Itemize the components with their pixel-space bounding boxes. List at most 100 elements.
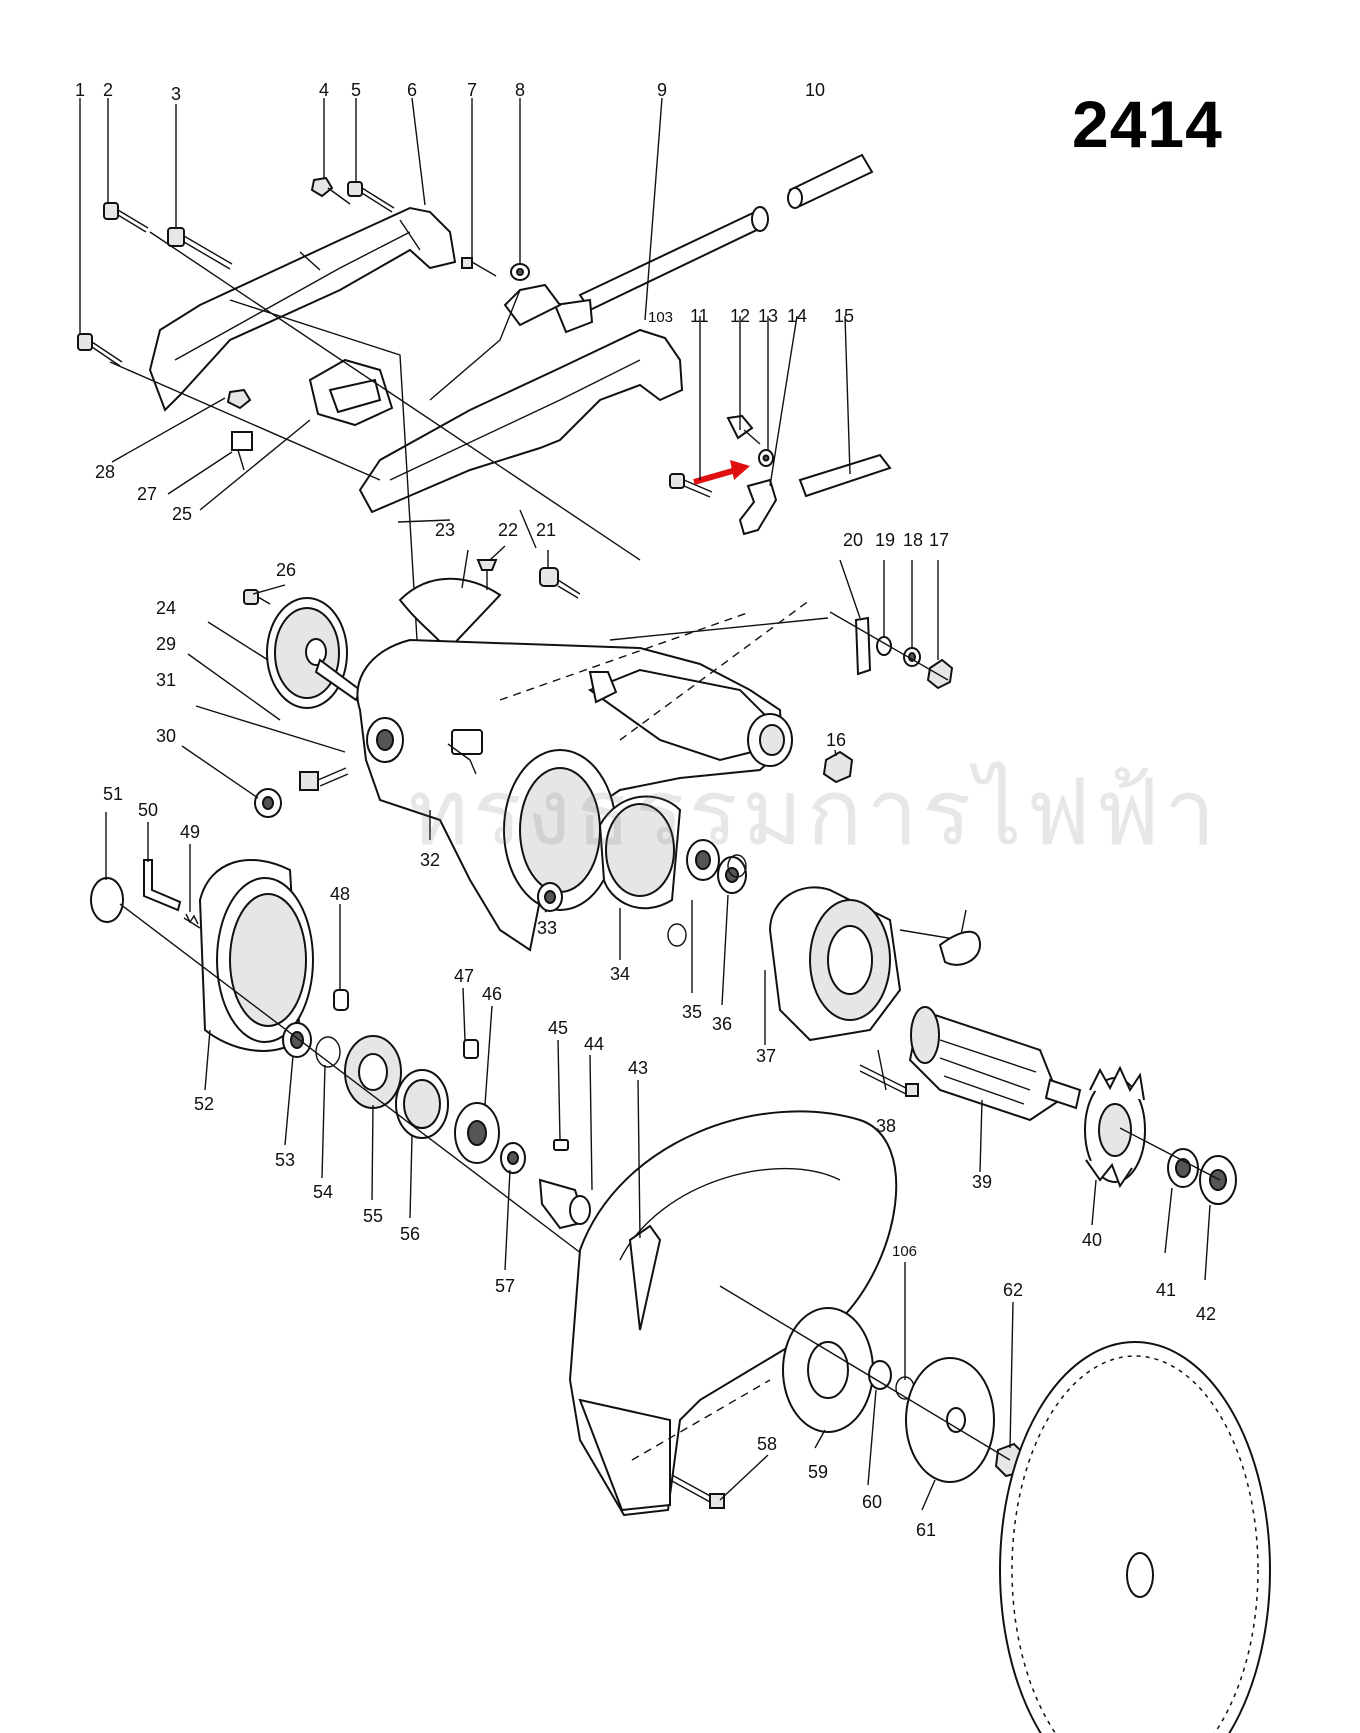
- label-51: 51: [103, 784, 123, 804]
- hex-key-50: [143, 859, 182, 912]
- washer-13: [758, 449, 774, 467]
- clip-8: [510, 263, 530, 281]
- label-50: 50: [138, 800, 158, 820]
- label-106: 106: [892, 1243, 917, 1260]
- outer-flange-61: [905, 1357, 995, 1483]
- label-34: 34: [610, 964, 630, 984]
- label-12: 12: [730, 306, 750, 326]
- screw-26: [243, 589, 271, 605]
- brush-holder: [447, 729, 483, 775]
- screw-21: [539, 567, 581, 599]
- spindle-44: [538, 1178, 591, 1230]
- leader-lines: [79, 97, 1211, 1511]
- label-6: 6: [407, 80, 417, 100]
- bearing-53: [282, 1022, 312, 1058]
- label-103: 103: [648, 309, 673, 326]
- blade-section: [568, 1110, 1271, 1733]
- label-13: 13: [758, 306, 778, 326]
- fan-cover-24: [266, 597, 348, 709]
- screw-1: [77, 333, 123, 367]
- watermark-text: ทรงธรรมการไฟฟ้า: [408, 759, 1220, 866]
- label-32: 32: [420, 850, 440, 870]
- label-61: 61: [916, 1520, 936, 1540]
- fan-40: [1084, 1065, 1146, 1189]
- bearing-46: [454, 1102, 500, 1164]
- label-4: 4: [319, 80, 329, 100]
- lever-15: [798, 453, 892, 498]
- washer-60: [868, 1360, 892, 1390]
- label-15: 15: [834, 306, 854, 326]
- block-27: [231, 431, 253, 471]
- handle-lower: [358, 328, 684, 514]
- screw-7: [461, 257, 497, 277]
- label-25: 25: [172, 504, 192, 524]
- handle-assembly: [77, 153, 892, 691]
- screw-22: [476, 559, 498, 590]
- link-14: [738, 478, 778, 536]
- screw-2: [103, 202, 149, 233]
- rod-9: [553, 206, 769, 334]
- label-57: 57: [495, 1276, 515, 1296]
- screw-11: [669, 473, 713, 498]
- label-48: 48: [330, 884, 350, 904]
- carbon-brush-31: [299, 767, 349, 791]
- bolt-58: [671, 1474, 725, 1509]
- label-35: 35: [682, 1002, 702, 1022]
- key-47: [463, 1039, 479, 1059]
- gear-55: [344, 1035, 402, 1109]
- label-9: 9: [657, 80, 667, 100]
- label-56: 56: [400, 1224, 420, 1244]
- label-11: 11: [690, 306, 709, 326]
- bolt-5: [347, 181, 395, 213]
- saw-blade: [999, 1341, 1271, 1733]
- gear-housing-52: [198, 859, 314, 1052]
- label-47: 47: [454, 966, 474, 986]
- label-14: 14: [787, 306, 807, 326]
- label-43: 43: [628, 1058, 648, 1078]
- label-52: 52: [194, 1094, 214, 1114]
- blade-guard-43: [568, 1110, 898, 1517]
- label-37: 37: [756, 1046, 776, 1066]
- label-39: 39: [972, 1172, 992, 1192]
- label-53: 53: [275, 1150, 295, 1170]
- label-18: 18: [903, 530, 923, 550]
- brush-cap-30: [254, 788, 282, 818]
- plate-20: [854, 616, 872, 676]
- cap-51: [90, 877, 124, 923]
- label-46: 46: [482, 984, 502, 1004]
- label-30: 30: [156, 726, 176, 746]
- label-27: 27: [137, 484, 157, 504]
- part-labels: 1 2 3 4 5 6 7 8 9 10 103 11 12 13 14 15 …: [75, 80, 1216, 1540]
- bearing-box-56: [395, 1069, 449, 1139]
- label-62: 62: [1003, 1280, 1023, 1300]
- key-45: [553, 1139, 569, 1151]
- label-33: 33: [537, 918, 557, 938]
- handle-upper: [148, 206, 457, 412]
- washer-18: [903, 647, 921, 667]
- nut-16: [822, 750, 854, 784]
- label-16: 16: [826, 730, 846, 750]
- label-5: 5: [351, 80, 361, 100]
- pin-48: [333, 989, 349, 1011]
- cover-23: [398, 577, 502, 652]
- label-3: 3: [171, 84, 181, 104]
- switch-box-25: [308, 358, 394, 427]
- retaining-ring-54: [315, 1036, 341, 1068]
- bolt-4: [310, 176, 351, 205]
- nut-28: [226, 388, 252, 410]
- spring-49: [183, 913, 201, 929]
- label-2: 2: [103, 80, 113, 100]
- bearing-42: [1199, 1155, 1237, 1205]
- label-44: 44: [584, 1034, 604, 1054]
- label-40: 40: [1082, 1230, 1102, 1250]
- motor-housing-section: [243, 559, 954, 952]
- label-8: 8: [515, 80, 525, 100]
- label-58: 58: [757, 1434, 777, 1454]
- label-28: 28: [95, 462, 115, 482]
- wing-bolt-12: [726, 414, 761, 445]
- armature-39: [908, 1006, 1082, 1122]
- label-45: 45: [548, 1018, 568, 1038]
- label-23: 23: [435, 520, 455, 540]
- label-31: 31: [156, 670, 176, 690]
